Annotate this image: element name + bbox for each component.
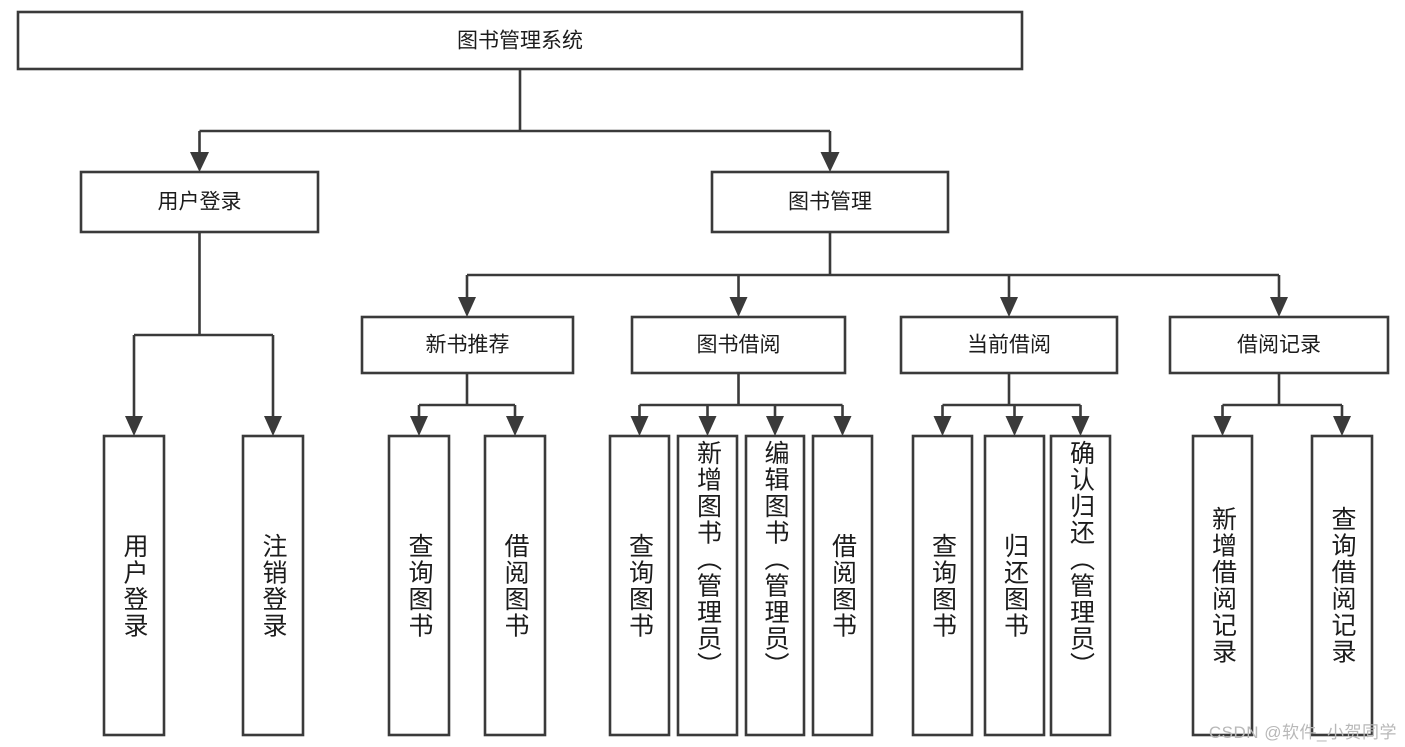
leaf-box-query-book-borrow[interactable] [608, 434, 671, 737]
node-root-box[interactable] [16, 10, 1024, 71]
arrowhead-book-manage [820, 152, 840, 172]
arrowhead-new-book-recommend [458, 297, 476, 317]
arrowhead-user-login [190, 152, 209, 172]
arrowhead-leaf-query-book-current [933, 416, 952, 436]
node-borrow-record-label: 借阅记录 [1237, 334, 1321, 357]
arrowhead-leaf-query-book-borrow [630, 416, 649, 436]
node-current-borrow-box[interactable] [899, 315, 1119, 375]
arrowhead-leaf-user-login [125, 416, 143, 436]
arrowhead-leaf-user-logout [264, 416, 282, 436]
arrowhead-borrow-record [1270, 297, 1288, 317]
node-user-login[interactable]: 用户登录 [79, 170, 320, 234]
arrowhead-leaf-borrow-book [833, 416, 852, 436]
arrowhead-leaf-borrow-book-recommend [506, 416, 524, 436]
leaf-box-edit-book[interactable] [744, 434, 806, 737]
node-current-borrow[interactable]: 当前借阅 [899, 315, 1119, 375]
node-book-borrow-label: 图书借阅 [697, 334, 781, 357]
leaf-box-user-login[interactable] [102, 434, 166, 737]
arrowhead-leaf-query-book-recommend [410, 416, 428, 436]
arrowhead-current-borrow [1000, 297, 1018, 317]
arrowhead-leaf-return-book [1005, 416, 1024, 436]
node-root-label: 图书管理系统 [457, 30, 583, 53]
node-book-manage-label: 图书管理 [788, 191, 872, 214]
arrowhead-book-borrow [729, 297, 748, 317]
leaf-box-query-borrow-record[interactable] [1310, 434, 1374, 737]
node-book-manage[interactable]: 图书管理 [710, 170, 950, 234]
arrowhead-leaf-add-book [698, 416, 717, 436]
leaf-box-query-book-recommend[interactable] [387, 434, 451, 737]
watermark: CSDN @软件_小贺同学 [1208, 723, 1397, 742]
arrowhead-leaf-add-borrow-record [1213, 416, 1232, 436]
node-new-book-recommend-label: 新书推荐 [426, 334, 510, 357]
leaf-box-confirm-return[interactable] [1049, 434, 1112, 737]
node-user-login-label: 用户登录 [158, 191, 242, 214]
arrowhead-leaf-edit-book [766, 416, 784, 436]
leaf-box-user-logout[interactable] [241, 434, 305, 737]
connectors [125, 69, 1351, 436]
node-book-borrow[interactable]: 图书借阅 [630, 315, 847, 375]
node-book-borrow-box[interactable] [630, 315, 847, 375]
node-current-borrow-label: 当前借阅 [967, 334, 1051, 357]
node-book-manage-box[interactable] [710, 170, 950, 234]
node-root[interactable]: 图书管理系统 [16, 10, 1024, 71]
leaf-boxes [102, 434, 1374, 737]
leaf-box-query-book-current[interactable] [911, 434, 974, 737]
arrowhead-leaf-confirm-return [1071, 416, 1090, 436]
leaf-box-borrow-book-recommend[interactable] [483, 434, 547, 737]
leaf-box-add-book[interactable] [676, 434, 739, 737]
node-user-login-box[interactable] [79, 170, 320, 234]
leaf-box-add-borrow-record[interactable] [1191, 434, 1254, 737]
node-borrow-record[interactable]: 借阅记录 [1168, 315, 1390, 375]
node-new-book-recommend[interactable]: 新书推荐 [360, 315, 575, 375]
node-borrow-record-box[interactable] [1168, 315, 1390, 375]
arrowhead-leaf-query-borrow-record [1333, 416, 1351, 436]
node-new-book-recommend-box[interactable] [360, 315, 575, 375]
leaf-box-return-book[interactable] [983, 434, 1046, 737]
leaf-box-borrow-book[interactable] [811, 434, 874, 737]
